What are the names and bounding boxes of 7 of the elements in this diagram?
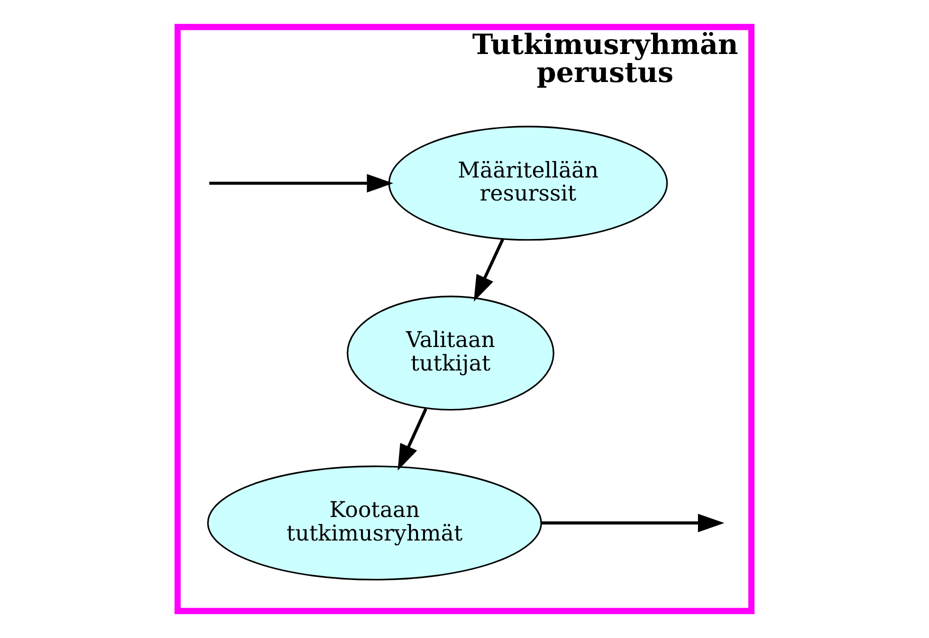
node-ellipse: Valitaan tutkijat <box>346 296 554 411</box>
node-ellipse: Määritellään resurssit <box>388 126 668 241</box>
arrow <box>541 514 724 532</box>
arrow <box>474 238 504 302</box>
node-ellipse: Kootaan tutkimusryhmät <box>207 466 542 580</box>
arrow <box>209 174 394 192</box>
arrow <box>398 408 428 471</box>
